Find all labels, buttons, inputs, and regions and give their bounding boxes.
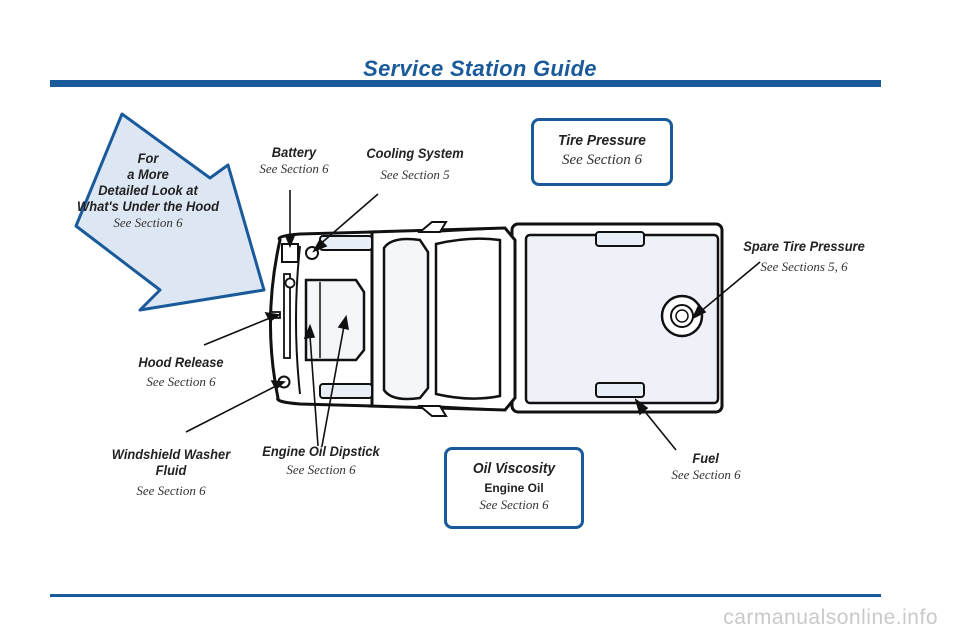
callout-line-1: For xyxy=(137,150,159,166)
fuel-sub: See Section 6 xyxy=(671,467,741,482)
under-hood-callout: For a More Detailed Look at What's Under… xyxy=(66,150,230,231)
cooling-label: Cooling System See Section 5 xyxy=(350,145,480,183)
spare-tire-sub: See Sections 5, 6 xyxy=(760,259,848,274)
watermark: carmanualsonline.info xyxy=(723,606,938,629)
tire-pressure-box: Tire Pressure See Section 6 xyxy=(531,118,673,186)
cooling-heading: Cooling System xyxy=(366,145,464,161)
bottom-rule xyxy=(50,594,881,597)
oil-viscosity-engine-oil: Engine Oil xyxy=(484,481,544,495)
engine-icon xyxy=(304,278,366,362)
fuel-heading: Fuel xyxy=(692,450,719,466)
callout-line-4: What's Under the Hood xyxy=(77,198,219,214)
oil-viscosity-box: Oil Viscosity Engine Oil See Section 6 xyxy=(444,447,584,529)
washer-label: Windshield Washer Fluid See Section 6 xyxy=(94,446,248,499)
oil-viscosity-heading: Oil Viscosity xyxy=(472,460,556,477)
battery-label: Battery See Section 6 xyxy=(244,144,344,177)
oil-viscosity-sub: See Section 6 xyxy=(479,497,549,512)
washer-heading-1: Windshield Washer xyxy=(111,446,231,462)
callout-line-2: a More xyxy=(127,166,169,182)
tire-pressure-sub: See Section 6 xyxy=(562,152,642,168)
dipstick-heading: Engine Oil Dipstick xyxy=(262,443,380,459)
washer-heading-2: Fluid xyxy=(155,462,187,478)
tire-pressure-heading: Tire Pressure xyxy=(558,132,646,149)
dipstick-sub: See Section 6 xyxy=(286,462,356,477)
page-title: Service Station Guide xyxy=(363,56,597,81)
callout-sub: See Section 6 xyxy=(113,215,183,230)
under-hood-arrow xyxy=(74,112,266,312)
battery-sub: See Section 6 xyxy=(259,161,329,176)
spare-tire-heading: Spare Tire Pressure xyxy=(743,238,865,254)
hood-release-sub: See Section 6 xyxy=(146,374,216,389)
hood-release-heading: Hood Release xyxy=(138,354,224,370)
callout-line-3: Detailed Look at xyxy=(98,182,198,198)
battery-heading: Battery xyxy=(271,144,317,160)
hood-release-label: Hood Release See Section 6 xyxy=(124,354,238,390)
fuel-label: Fuel See Section 6 xyxy=(658,450,754,483)
title-rule xyxy=(50,80,881,87)
spare-tire-label: Spare Tire Pressure See Sections 5, 6 xyxy=(722,238,886,275)
cooling-sub: See Section 5 xyxy=(380,167,450,182)
washer-sub: See Section 6 xyxy=(136,483,206,498)
dipstick-label: Engine Oil Dipstick See Section 6 xyxy=(248,443,394,478)
